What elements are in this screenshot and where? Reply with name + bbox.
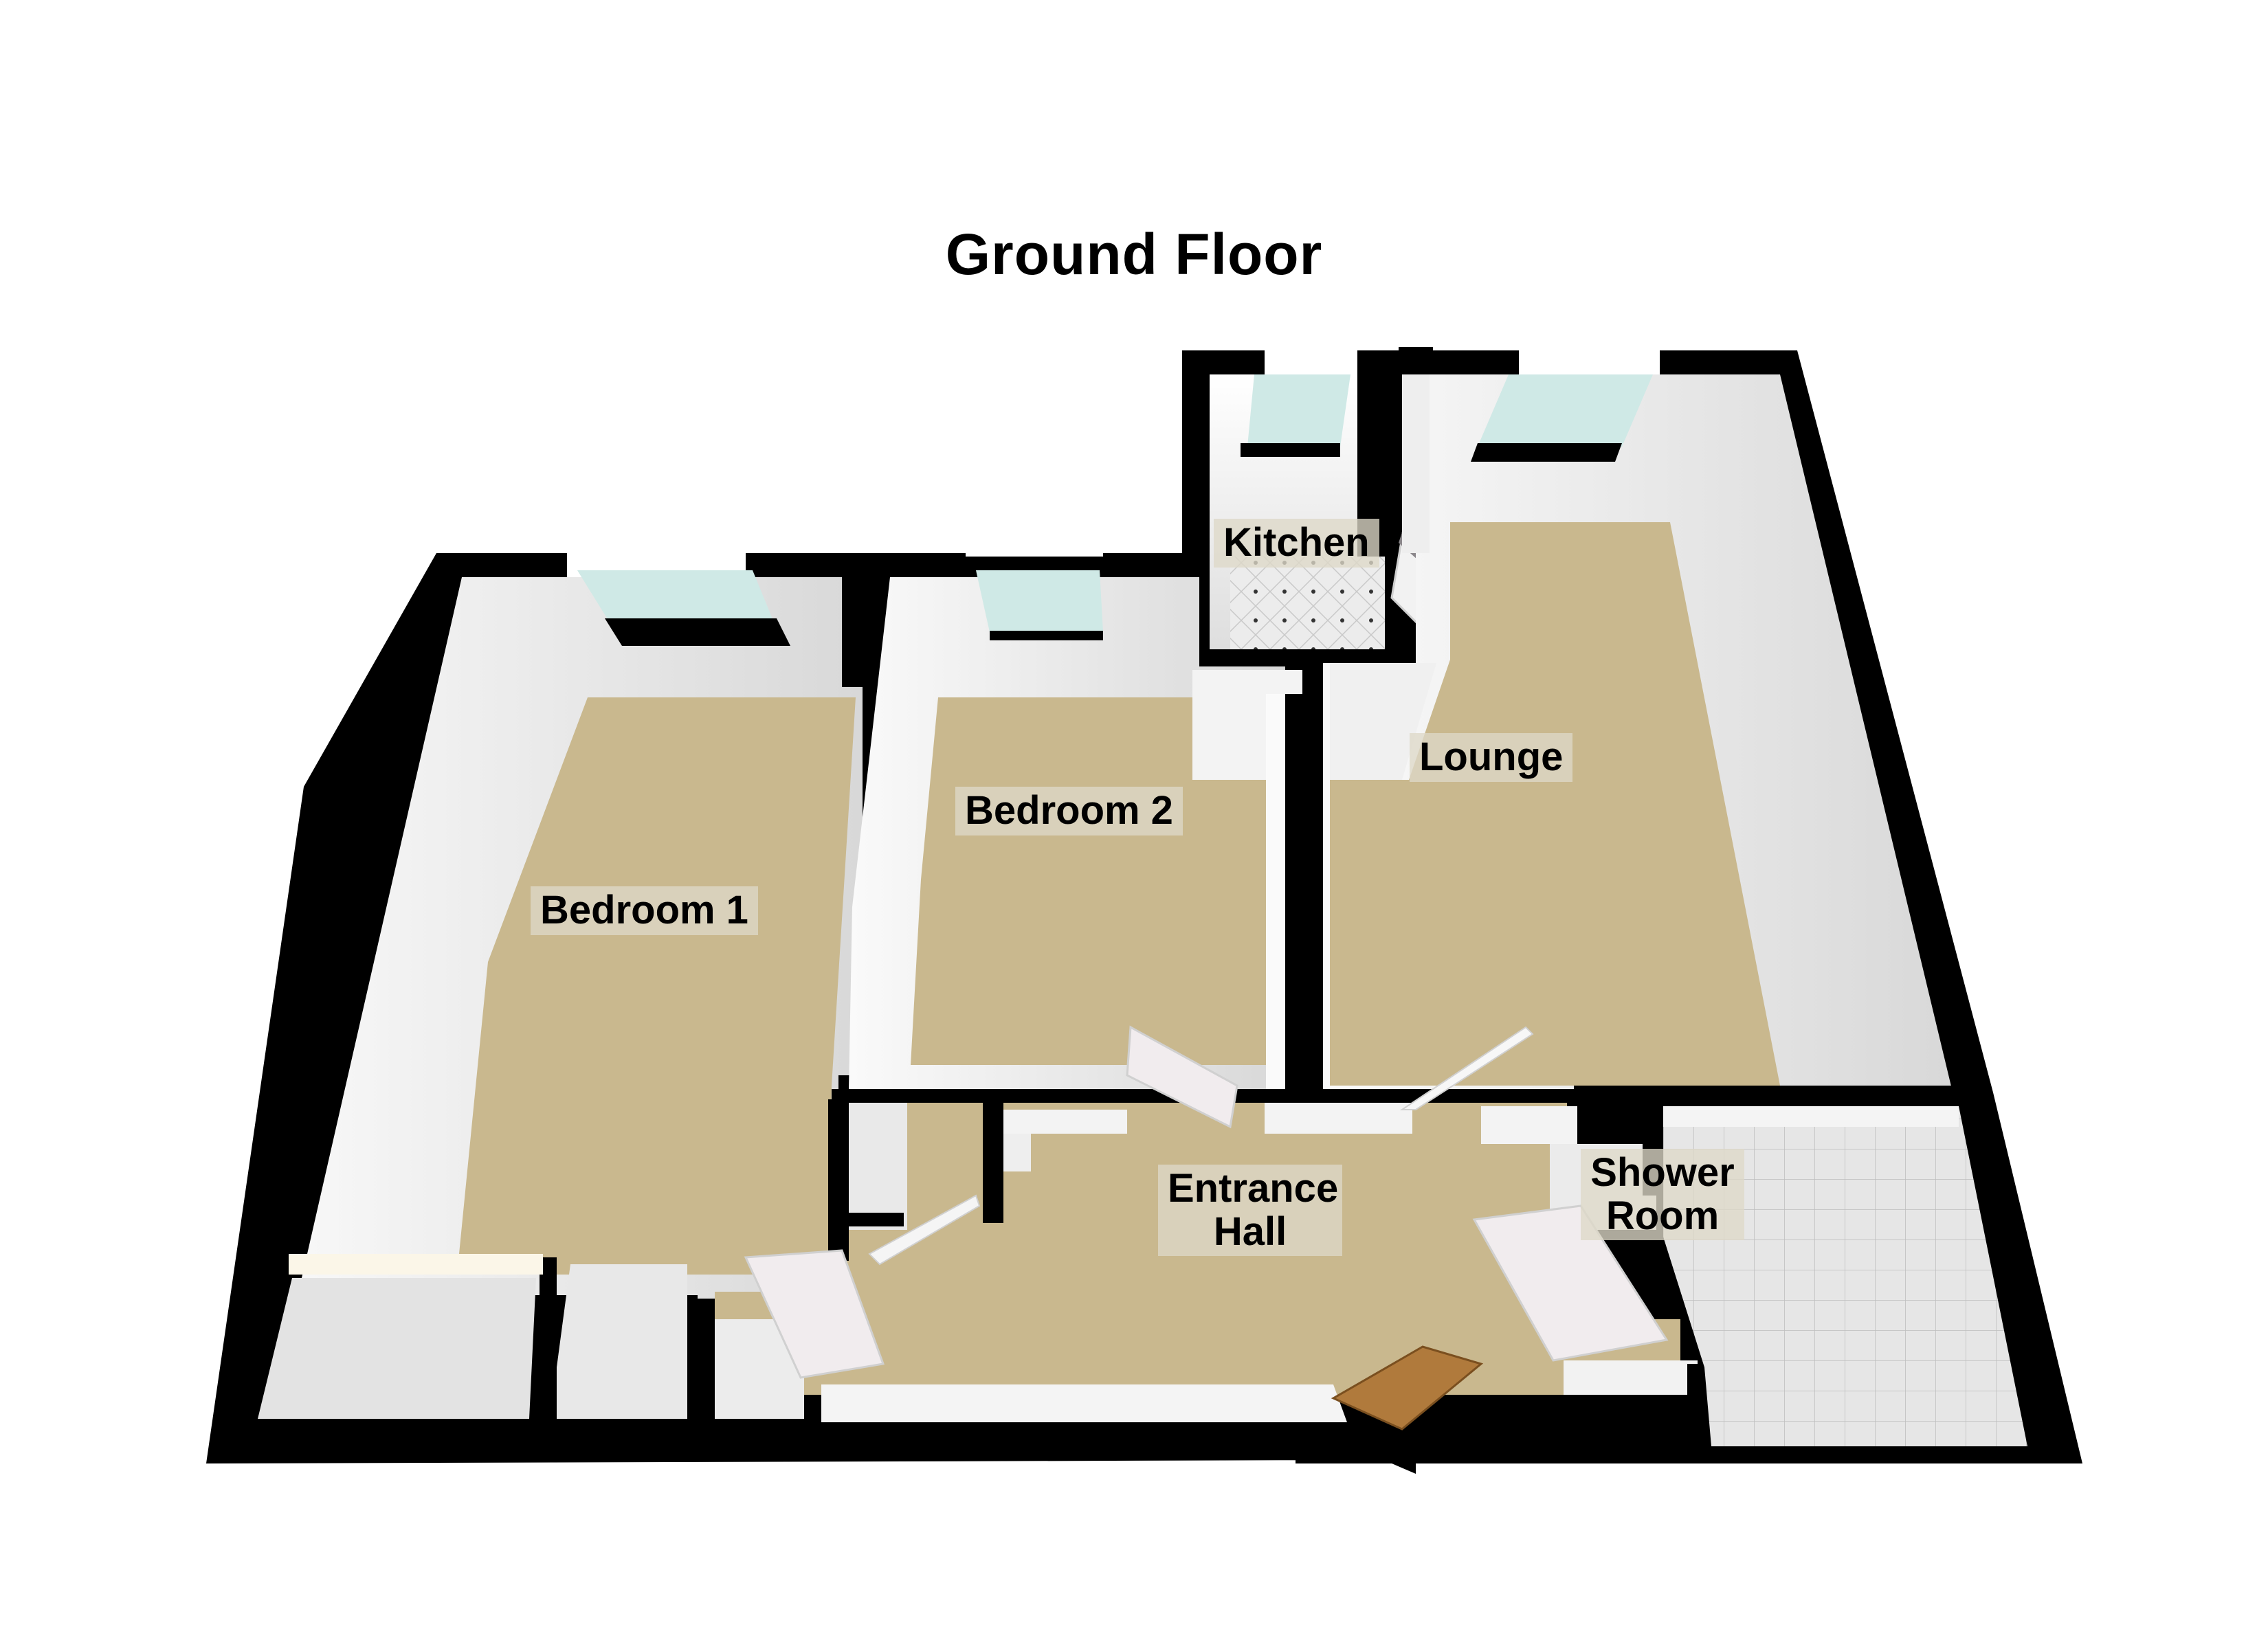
room-label-bedroom-2: Bedroom 2	[955, 787, 1183, 835]
kitchen-floor	[1230, 557, 1385, 649]
room-label-kitchen: Kitchen	[1214, 519, 1379, 568]
shower-room-floor	[1663, 1106, 2027, 1446]
front-door[interactable]	[1331, 1345, 1484, 1431]
shower-room-line1: Shower	[1590, 1150, 1735, 1195]
room-label-bedroom-1: Bedroom 1	[531, 886, 758, 935]
bedroom-1-door[interactable]	[744, 1249, 885, 1379]
lounge-floor	[1330, 522, 1780, 1086]
lounge-door[interactable]	[1399, 1026, 1534, 1110]
room-label-shower-room: Shower Room	[1581, 1149, 1744, 1241]
shower-room-door[interactable]	[1472, 1204, 1669, 1362]
wardrobe-right	[550, 1264, 687, 1419]
room-label-lounge: Lounge	[1410, 733, 1573, 782]
shower-room-line2: Room	[1605, 1193, 1720, 1238]
entrance-hall-line2: Hall	[1213, 1209, 1287, 1254]
bedroom-2-window	[976, 570, 1103, 632]
bedroom-1-floor	[457, 697, 856, 1275]
page-title: Ground Floor	[945, 222, 1323, 287]
entrance-hall-line1: Entrance	[1168, 1166, 1339, 1211]
room-label-entrance-hall: Entrance Hall	[1158, 1165, 1342, 1257]
cupboard	[838, 1103, 907, 1230]
kitchen-window	[1247, 374, 1350, 447]
wardrobe-left	[258, 1278, 536, 1419]
bedroom-2-door[interactable]	[1126, 1025, 1238, 1129]
cupboard-door[interactable]	[868, 1194, 981, 1266]
lounge-window	[1478, 374, 1653, 447]
